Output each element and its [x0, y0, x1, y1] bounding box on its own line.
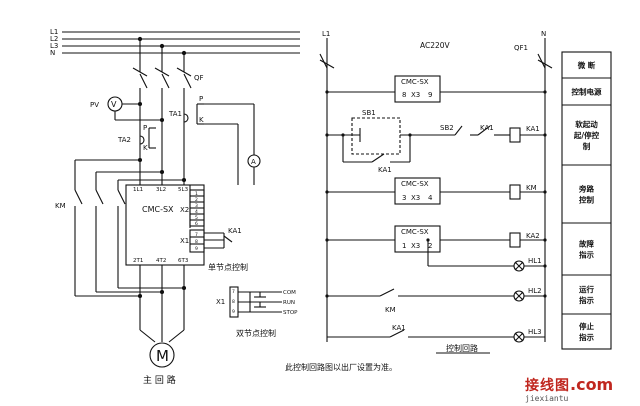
- watermark-subtext: jiexiantu: [525, 394, 569, 403]
- hl3-lamp-label: HL3: [528, 328, 542, 336]
- km-label: KM: [55, 202, 66, 210]
- x2-pin: 2: [195, 197, 198, 203]
- double-node-x1-label: X1: [216, 298, 225, 306]
- hl2-lamp-label: HL2: [528, 287, 542, 295]
- module-bottom-terminal: 6T3: [178, 258, 189, 264]
- module-name: CMC-SX: [142, 205, 174, 214]
- function-label: 微 断: [577, 60, 596, 70]
- x1-pin: 7: [195, 232, 198, 238]
- function-label: 故障指示: [579, 239, 594, 260]
- hl1-lamp-label: HL1: [528, 257, 542, 265]
- ct1-p-terminal: P: [199, 95, 203, 103]
- ct1-k-terminal: K: [199, 116, 204, 124]
- main-circuit-title: 主 回 路: [143, 374, 176, 386]
- phase-label-l2: L2: [50, 35, 58, 43]
- ct2-k-terminal: K: [143, 144, 148, 152]
- stop-terminal: STOP: [283, 310, 298, 316]
- watermark-domain: .com: [570, 375, 614, 394]
- control-circuit-title: 控制回路: [446, 343, 478, 353]
- function-label: 停止指示: [579, 321, 594, 342]
- ct2-p-terminal: P: [143, 124, 147, 132]
- cmcsx-box-1-terminal: X3: [411, 91, 420, 99]
- ka1-relay-label: KA1: [228, 227, 242, 235]
- factory-setting-note: 此控制回路图以出厂设置为准。: [285, 362, 397, 372]
- cmcsx-box-1-terminal: 8: [402, 91, 406, 99]
- module-bottom-terminal: 2T1: [133, 258, 143, 264]
- x1-connector-label: X1: [180, 237, 189, 245]
- double-node-pin: 8: [232, 299, 235, 305]
- sb2-label: SB2: [440, 124, 454, 132]
- function-label: 运行指示: [579, 284, 594, 305]
- ta2-label: TA2: [117, 136, 131, 144]
- com-terminal: COM: [283, 290, 296, 296]
- cmcsx-box-1-terminal: 9: [428, 91, 432, 99]
- x2-pin: 4: [195, 209, 198, 215]
- km-coil-label: KM: [526, 184, 537, 192]
- ka1-contact-label: KA1: [480, 124, 494, 132]
- ka1-contact-label: KA1: [392, 324, 406, 332]
- single-node-control-caption: 单节点控制: [208, 262, 248, 272]
- pv-label: PV: [90, 101, 99, 109]
- cmcsx-box-2-title: CMC-SX: [401, 180, 429, 188]
- cmcsx-box-3-terminal: 1: [402, 242, 406, 250]
- module-bottom-terminal: 4T2: [156, 258, 166, 264]
- cmcsx-box-1-title: CMC-SX: [401, 78, 429, 86]
- phase-label-l1: L1: [50, 28, 58, 36]
- control-l1-label: L1: [322, 30, 330, 38]
- function-label: 软起动起/停控制: [573, 119, 600, 151]
- cmcsx-box-3-title: CMC-SX: [401, 228, 429, 236]
- phase-label-n: N: [50, 49, 55, 57]
- cmcsx-box-2-terminal: 4: [428, 194, 433, 202]
- watermark-logo: 接线图.com: [525, 375, 613, 395]
- qf-label: QF: [194, 74, 204, 82]
- x1-pin: 9: [195, 246, 198, 252]
- cmcsx-box-3-terminal: X3: [411, 242, 420, 250]
- phase-label-l3: L3: [50, 42, 58, 50]
- ta1-label: TA1: [168, 110, 182, 118]
- cmcsx-box-2-terminal: 3: [402, 194, 406, 202]
- qf1-label: QF1: [514, 44, 528, 52]
- x2-pin: 5: [195, 215, 198, 221]
- ka1-coil-label: KA1: [526, 125, 540, 133]
- function-label: 旁路控制: [578, 184, 594, 205]
- function-label: 控制电源: [572, 87, 602, 97]
- module-top-terminal: 3L2: [156, 187, 166, 193]
- module-top-terminal: 1L1: [133, 187, 143, 193]
- x2-connector-label: X2: [180, 206, 189, 214]
- x2-pin: 1: [195, 191, 198, 197]
- cmcsx-box-2-terminal: X3: [411, 194, 420, 202]
- km-contact-label: KM: [385, 306, 396, 314]
- double-node-pin: 7: [232, 289, 235, 295]
- ammeter-symbol: A: [251, 158, 256, 166]
- sb1-label: SB1: [362, 109, 376, 117]
- x1-pin: 8: [195, 239, 198, 245]
- ka2-coil-label: KA2: [526, 232, 540, 240]
- supply-voltage-label: AC220V: [420, 41, 451, 50]
- voltmeter-symbol: V: [111, 100, 117, 109]
- double-node-control-caption: 双节点控制: [236, 328, 276, 338]
- run-terminal: RUN: [283, 300, 295, 306]
- cmcsx-box-3-terminal: 2: [428, 242, 432, 250]
- x2-pin: 3: [195, 203, 198, 209]
- watermark-text: 接线图: [525, 378, 570, 394]
- double-node-pin: 9: [232, 309, 235, 315]
- ka1-self-hold-label: KA1: [378, 166, 392, 174]
- module-top-terminal: 5L3: [178, 187, 189, 193]
- x2-pin: 6: [195, 221, 198, 227]
- control-n-label: N: [541, 30, 546, 38]
- motor-symbol: M: [156, 347, 169, 365]
